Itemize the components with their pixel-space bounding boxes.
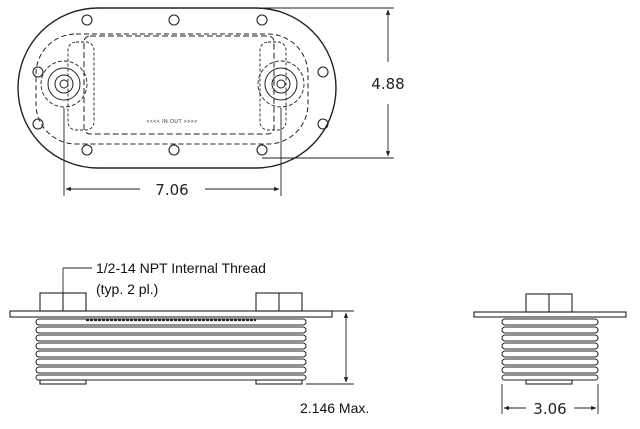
cover-plate: [83, 35, 275, 135]
callout-thread-line1: 1/2-14 NPT Internal Thread: [96, 260, 266, 276]
slot-right: [259, 41, 287, 131]
flange-outline: [17, 7, 337, 169]
cooling-fins: [35, 318, 307, 381]
callout-leader: [62, 267, 92, 293]
top-view: [17, 7, 337, 169]
dim-height-value: 4.88: [371, 75, 404, 93]
base-foot-left: [39, 379, 87, 385]
end-view: [473, 293, 627, 385]
bolt-holes: [32, 14, 329, 156]
bolt-hole: [81, 144, 93, 156]
bolt-hole: [317, 118, 329, 130]
dim-length: [63, 108, 282, 196]
bolt-hole: [168, 144, 180, 156]
mounting-plate: [9, 310, 333, 318]
end-base-foot: [525, 379, 573, 385]
dim-thickness-value: 2.146 Max.: [300, 400, 369, 416]
flow-direction-label: <<<< IN OUT >>>>: [147, 119, 198, 125]
bolt-hole: [32, 66, 44, 78]
bolt-hole: [81, 14, 93, 26]
dim-width: [501, 384, 599, 414]
side-view: [9, 292, 333, 385]
bolt-hole: [256, 144, 268, 156]
dim-height: [262, 7, 394, 159]
bolt-hole: [32, 118, 44, 130]
port-right: [257, 60, 305, 108]
port-left: [40, 60, 88, 108]
dim-thickness: [306, 310, 354, 385]
slot-left: [67, 41, 95, 131]
dim-width-value: 3.06: [533, 400, 566, 418]
bolt-hole: [317, 66, 329, 78]
bolt-hole: [168, 14, 180, 26]
dim-length-value: 7.06: [155, 181, 188, 199]
bolt-hole: [256, 14, 268, 26]
end-mounting-plate: [473, 311, 627, 318]
end-cooling-fins: [501, 318, 599, 381]
core-outline-dashed: [35, 33, 309, 145]
base-foot-right: [255, 379, 303, 385]
callout-thread-line2: (typ. 2 pl.): [96, 281, 158, 297]
